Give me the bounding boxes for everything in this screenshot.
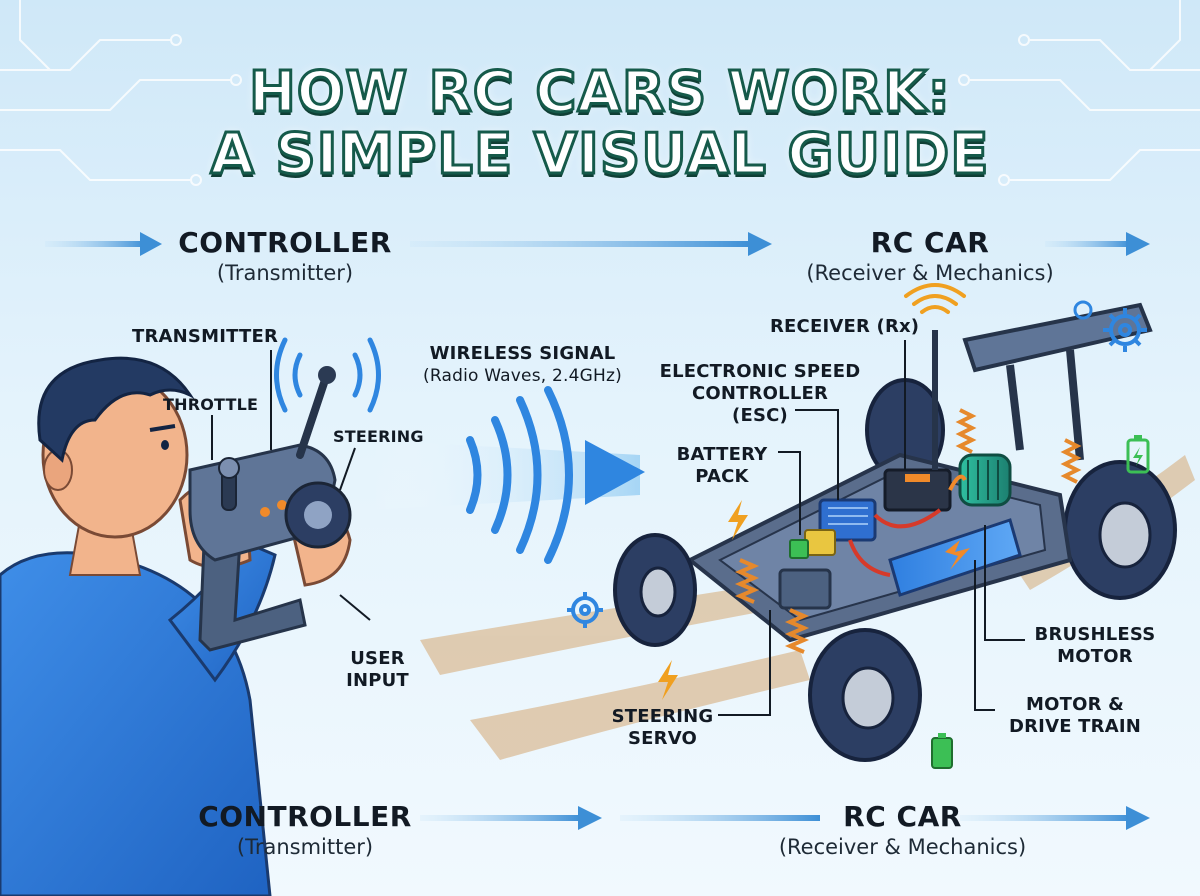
label-brushless-motor: BRUSHLESS MOTOR <box>1025 624 1165 668</box>
top-car-title: RC CAR <box>870 226 990 259</box>
lightning-icon-2 <box>658 660 678 700</box>
label-battery-line2: PACK <box>695 466 749 487</box>
bottom-controller-title: CONTROLLER <box>198 800 412 833</box>
battery-icon <box>1126 435 1150 474</box>
gear-icon <box>1103 308 1147 352</box>
label-wireless-sub: (Radio Waves, 2.4GHz) <box>423 366 622 386</box>
label-esc-line3: (ESC) <box>732 405 788 426</box>
radio-wave-icon <box>370 386 645 564</box>
label-wireless-signal: WIRELESS SIGNAL (Radio Waves, 2.4GHz) <box>400 343 645 387</box>
top-car-header: RC CAR (Receiver & Mechanics) <box>780 226 1080 285</box>
label-steering: STEERING <box>333 427 424 446</box>
gear-icon-left <box>567 592 603 628</box>
wifi-icon <box>274 337 381 413</box>
bottom-car-header: RC CAR (Receiver & Mechanics) <box>745 800 1060 859</box>
label-user-input-line1: USER <box>350 648 405 669</box>
battery-icon-2 <box>931 733 953 769</box>
label-user-input-line2: INPUT <box>346 670 409 691</box>
label-wireless-title: WIRELESS SIGNAL <box>429 343 616 364</box>
label-drivetrain-line2: DRIVE TRAIN <box>1008 716 1142 737</box>
flow-arrows-bottom <box>420 806 1150 830</box>
top-controller-header: CONTROLLER (Transmitter) <box>165 226 405 285</box>
receiver-wifi-icon <box>904 283 966 314</box>
title-line-2: A SIMPLE VISUAL GUIDE <box>209 121 990 189</box>
flow-arrows-top <box>45 232 1150 256</box>
label-drivetrain-line1: MOTOR & <box>1025 694 1125 715</box>
lightning-icon <box>728 500 748 540</box>
label-throttle: THROTTLE <box>163 395 259 414</box>
label-esc: ELECTRONIC SPEED CONTROLLER (ESC) <box>650 361 870 427</box>
gear-icon-small <box>1073 300 1093 320</box>
bottom-car-subtitle: (Receiver & Mechanics) <box>778 835 1027 859</box>
label-brushless-line2: MOTOR <box>1057 646 1133 667</box>
top-controller-title: CONTROLLER <box>178 226 392 259</box>
label-servo-line1: STEERING <box>611 706 714 727</box>
label-transmitter: TRANSMITTER <box>132 326 279 347</box>
label-drive-train: MOTOR & DRIVE TRAIN <box>1000 694 1150 738</box>
label-user-input: USER INPUT <box>340 648 415 692</box>
title-line-1: HOW RC CARS WORK: <box>247 59 952 127</box>
label-servo-line2: SERVO <box>627 728 698 749</box>
label-steering-servo: STEERING SERVO <box>605 706 720 750</box>
bottom-controller-header: CONTROLLER (Transmitter) <box>190 800 420 859</box>
rc-transmitter <box>188 366 352 652</box>
callout-lines <box>211 340 1025 716</box>
label-esc-line1: ELECTRONIC SPEED <box>659 361 861 382</box>
rc-car-illustration <box>613 283 1177 762</box>
label-receiver: RECEIVER (Rx) <box>770 316 920 337</box>
label-battery-line1: BATTERY <box>676 444 768 465</box>
label-battery-pack: BATTERY PACK <box>672 444 772 488</box>
bottom-car-title: RC CAR <box>843 800 962 833</box>
top-controller-subtitle: (Transmitter) <box>216 261 354 285</box>
bottom-controller-subtitle: (Transmitter) <box>236 835 374 859</box>
top-car-subtitle: (Receiver & Mechanics) <box>806 261 1054 285</box>
label-esc-line2: CONTROLLER <box>691 383 829 404</box>
circuit-decoration <box>0 0 1200 186</box>
label-brushless-line1: BRUSHLESS <box>1034 624 1156 645</box>
